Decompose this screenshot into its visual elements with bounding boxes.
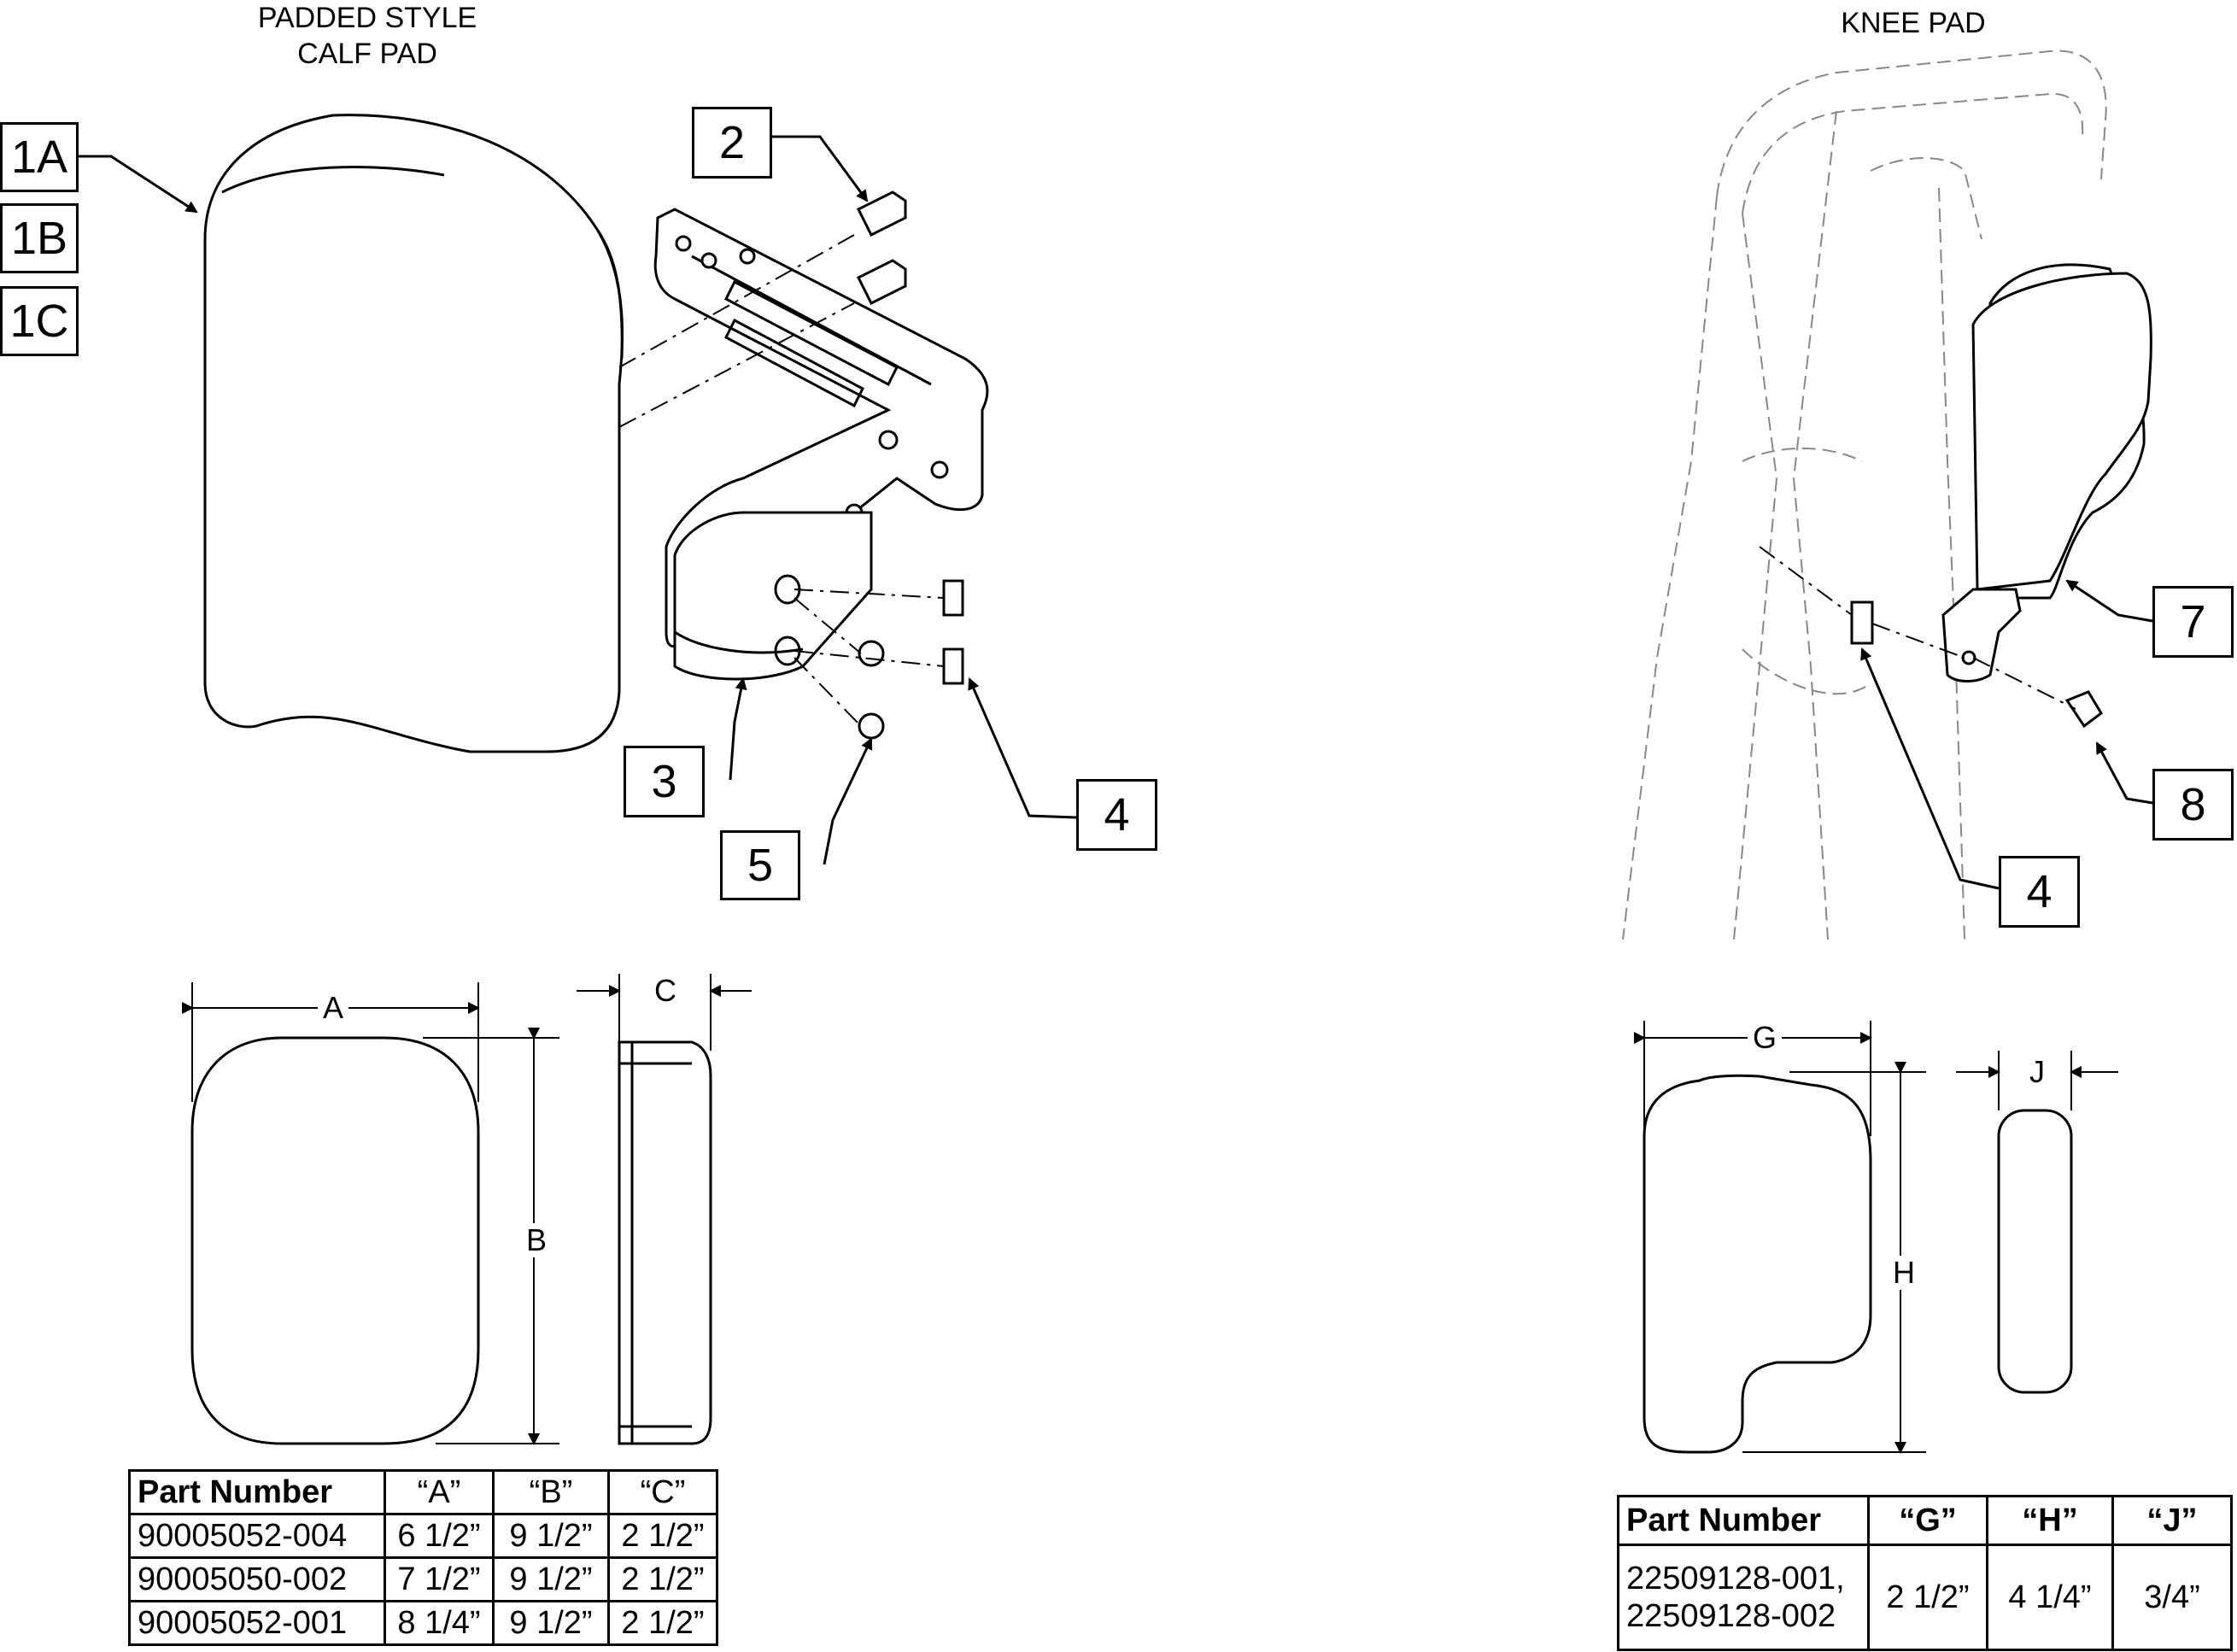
part-number-cell: 90005052-001	[128, 1600, 386, 1646]
knee-pad-title: KNEE PAD	[1841, 7, 1986, 39]
dimension-c-cell: 2 1/2”	[607, 1556, 718, 1602]
knee-pad-spec-table: Part Number “G” “H” “J” 22509128-001, 22…	[1617, 1495, 2233, 1651]
dimension-g-cell: 2 1/2”	[1867, 1544, 1988, 1651]
dimension-h-label: H	[1888, 1256, 1920, 1290]
knee-frame-phantom	[1622, 50, 2107, 940]
header-part-number: Part Number	[128, 1469, 386, 1515]
dimension-a-cell: 6 1/2”	[384, 1513, 495, 1559]
calf-pad-illustration	[203, 114, 624, 753]
calf-pointer-lines	[79, 135, 1077, 865]
dimension-a-cell: 8 1/4”	[384, 1600, 495, 1646]
dimension-h-cell: 4 1/4”	[1986, 1544, 2114, 1651]
callout-7: 7	[2152, 586, 2234, 658]
table-row: 90005052-001 8 1/4” 9 1/2” 2 1/2”	[128, 1600, 718, 1646]
part-number-line1: 22509128-001,	[1626, 1561, 1845, 1596]
table-row: 22509128-001, 22509128-002 2 1/2” 4 1/4”…	[1617, 1544, 2233, 1651]
table-row: 90005050-002 7 1/2” 9 1/2” 2 1/2”	[128, 1556, 718, 1602]
dimension-c-label: C	[649, 974, 682, 1008]
table-header-row: Part Number “A” “B” “C”	[128, 1469, 718, 1515]
part-number-cell: 22509128-001, 22509128-002	[1617, 1544, 1870, 1651]
dimension-b-cell: 9 1/2”	[492, 1556, 610, 1602]
part-number-cell: 90005052-004	[128, 1513, 386, 1559]
header-g: “G”	[1867, 1495, 1988, 1546]
dimension-b-cell: 9 1/2”	[492, 1513, 610, 1559]
knee-front-view	[1643, 1074, 1872, 1454]
callout-4: 4	[1076, 779, 1157, 851]
part-number-line2: 22509128-002	[1626, 1598, 1836, 1634]
calf-pad-title-line2: CALF PAD	[297, 38, 437, 70]
callout-1c: 1C	[0, 286, 79, 356]
dimension-j-label: J	[2024, 1055, 2050, 1089]
knee-side-view	[1997, 1109, 2073, 1394]
calf-leader-lines	[618, 234, 945, 727]
header-c: “C”	[607, 1469, 718, 1515]
header-b: “B”	[492, 1469, 610, 1515]
dimension-b-label: B	[521, 1223, 553, 1257]
dimension-a-label: A	[318, 991, 349, 1025]
knee-leader-lines	[1759, 546, 2076, 710]
part-number-cell: 90005050-002	[128, 1556, 386, 1602]
knee-pad-illustration	[1850, 263, 2152, 729]
dimension-b-cell: 9 1/2”	[492, 1600, 610, 1646]
dimension-c-cell: 2 1/2”	[607, 1513, 718, 1559]
header-part-number: Part Number	[1617, 1495, 1870, 1546]
header-j: “J”	[2111, 1495, 2233, 1546]
callout-4-knee: 4	[1999, 856, 2080, 928]
callout-2: 2	[692, 107, 772, 179]
dimension-g-label: G	[1748, 1021, 1783, 1055]
calf-pad-title-line1: PADDED STYLE	[257, 2, 477, 34]
knee-pointer-lines	[1860, 579, 2153, 890]
table-row: 90005052-004 6 1/2” 9 1/2” 2 1/2”	[128, 1513, 718, 1559]
dimension-c-cell: 2 1/2”	[607, 1600, 718, 1646]
callout-8: 8	[2152, 769, 2234, 841]
calf-side-view	[618, 1040, 712, 1445]
header-a: “A”	[384, 1469, 495, 1515]
calf-bracket-illustration	[653, 190, 989, 740]
dimension-a-cell: 7 1/2”	[384, 1556, 495, 1602]
header-h: “H”	[1986, 1495, 2114, 1546]
callout-3: 3	[624, 746, 705, 817]
table-header-row: Part Number “G” “H” “J”	[1617, 1495, 2233, 1546]
callout-5: 5	[720, 830, 800, 900]
calf-pad-title: PADDED STYLE CALF PAD	[222, 0, 512, 72]
calf-front-view	[190, 1036, 480, 1445]
dimension-j-cell: 3/4”	[2111, 1544, 2233, 1651]
callout-1a: 1A	[0, 122, 79, 192]
callout-1b: 1B	[0, 203, 79, 273]
calf-pad-spec-table: Part Number “A” “B” “C” 90005052-004 6 1…	[128, 1469, 718, 1646]
